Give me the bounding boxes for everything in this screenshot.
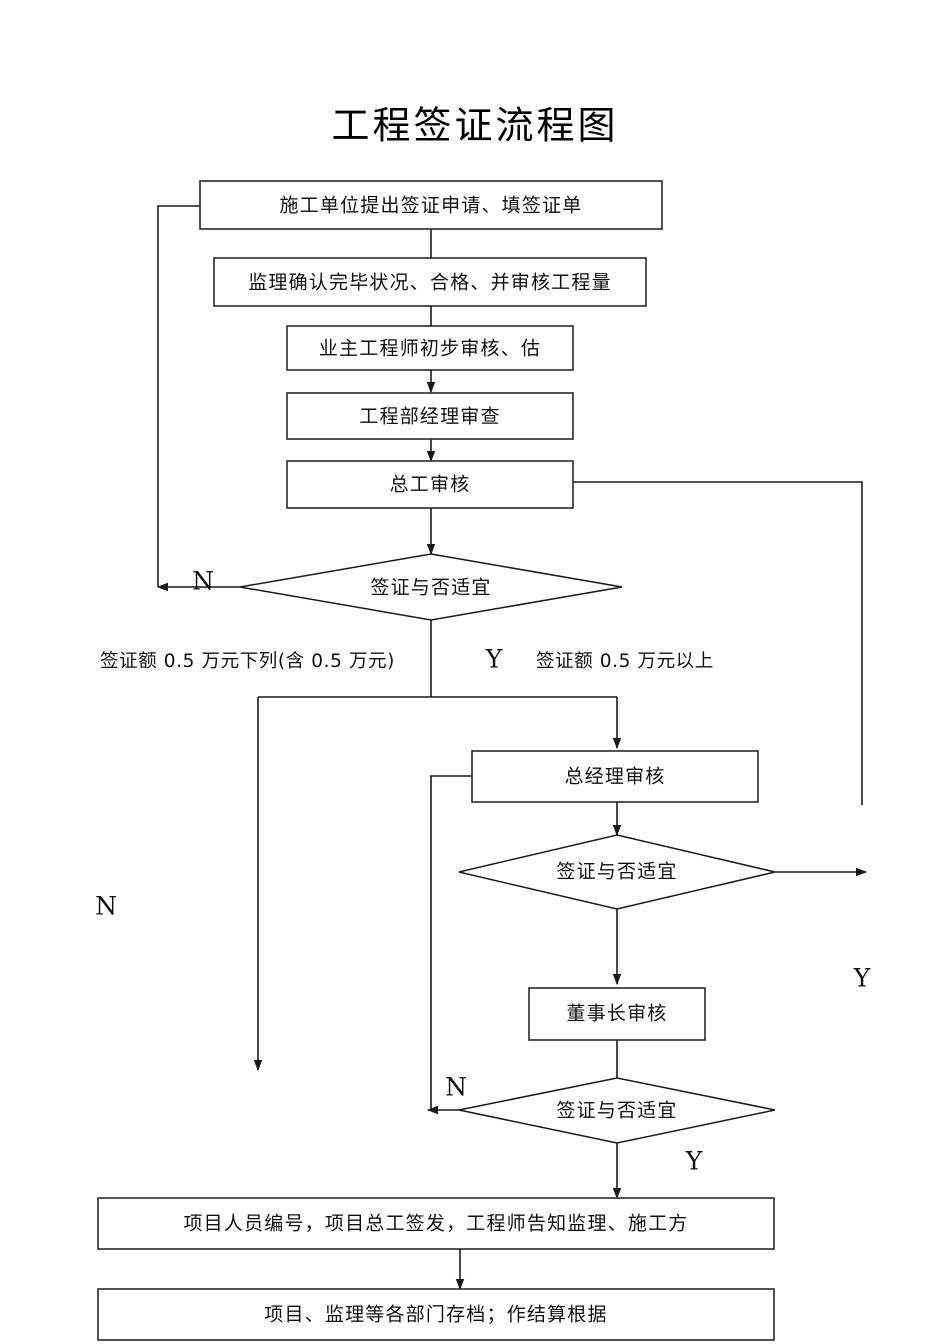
node-box-shape bbox=[286, 392, 574, 440]
node-label: 施工单位提出签证申请、填签证单 bbox=[279, 195, 582, 217]
decision-node-visa-suitable-2[interactable]: 签证与否适宜 bbox=[458, 834, 776, 910]
process-node-archive[interactable]: 项目、监理等各部门存档；作结算根据 bbox=[97, 1288, 775, 1341]
node-label: 总工审核 bbox=[390, 474, 471, 496]
node-label: 业主工程师初步审核、估 bbox=[319, 338, 541, 360]
node-label: 签证与否适宜 bbox=[370, 577, 491, 599]
process-node-chief-engineer-review[interactable]: 总工审核 bbox=[286, 460, 574, 509]
connector-box5-right-rail bbox=[573, 481, 863, 805]
branch-label-yes-1: Y bbox=[485, 645, 503, 674]
process-node-application[interactable]: 施工单位提出签证申请、填签证单 bbox=[199, 180, 663, 230]
branch-label-yes-3: Y bbox=[685, 1147, 703, 1176]
process-node-engineering-manager-review[interactable]: 工程部经理审查 bbox=[286, 392, 574, 440]
node-box-shape bbox=[528, 987, 706, 1041]
node-label: 项目、监理等各部门存档；作结算根据 bbox=[264, 1304, 607, 1326]
node-box-shape bbox=[286, 325, 574, 371]
connector-diamond1-no-return bbox=[157, 205, 200, 587]
node-label: 董事长审核 bbox=[566, 1003, 667, 1025]
process-node-owner-engineer-review[interactable]: 业主工程师初步审核、估 bbox=[286, 325, 574, 371]
branch-label-no-3: N bbox=[445, 1073, 467, 1102]
branch-label-yes-2: Y bbox=[853, 964, 871, 993]
process-node-chairman-review[interactable]: 董事长审核 bbox=[528, 987, 706, 1041]
connector-diamond3-no-return bbox=[430, 775, 472, 1110]
node-box-shape bbox=[97, 1288, 775, 1341]
decision-node-visa-suitable-1[interactable]: 签证与否适宜 bbox=[239, 553, 623, 621]
node-label: 工程部经理审查 bbox=[359, 406, 500, 428]
node-diamond-shape bbox=[458, 834, 776, 910]
node-box-shape bbox=[213, 257, 647, 307]
node-box-shape bbox=[97, 1197, 775, 1250]
node-label: 签证与否适宜 bbox=[556, 1100, 677, 1122]
node-diamond-shape bbox=[458, 1077, 776, 1144]
amount-label-high: 签证额 0.5 万元以上 bbox=[536, 651, 714, 672]
page-title: 工程签证流程图 bbox=[331, 104, 618, 148]
process-node-general-manager-review[interactable]: 总经理审核 bbox=[471, 750, 759, 803]
node-box-shape bbox=[199, 180, 663, 230]
decision-node-visa-suitable-3[interactable]: 签证与否适宜 bbox=[458, 1077, 776, 1144]
process-node-supervision-confirm[interactable]: 监理确认完毕状况、合格、并审核工程量 bbox=[213, 257, 647, 307]
node-box-shape bbox=[471, 750, 759, 803]
node-label: 签证与否适宜 bbox=[556, 861, 677, 883]
branch-label-no-1: N bbox=[192, 567, 214, 596]
node-label: 项目人员编号，项目总工签发，工程师告知监理、施工方 bbox=[183, 1213, 688, 1235]
node-label: 监理确认完毕状况、合格、并审核工程量 bbox=[248, 272, 612, 294]
node-box-shape bbox=[286, 460, 574, 509]
amount-label-low: 签证额 0.5 万元下列(含 0.5 万元) bbox=[100, 651, 395, 672]
process-node-issue-and-notify[interactable]: 项目人员编号，项目总工签发，工程师告知监理、施工方 bbox=[97, 1197, 775, 1250]
node-label: 总经理审核 bbox=[564, 766, 665, 788]
node-diamond-shape bbox=[239, 553, 623, 621]
branch-label-no-left: N bbox=[95, 892, 117, 921]
